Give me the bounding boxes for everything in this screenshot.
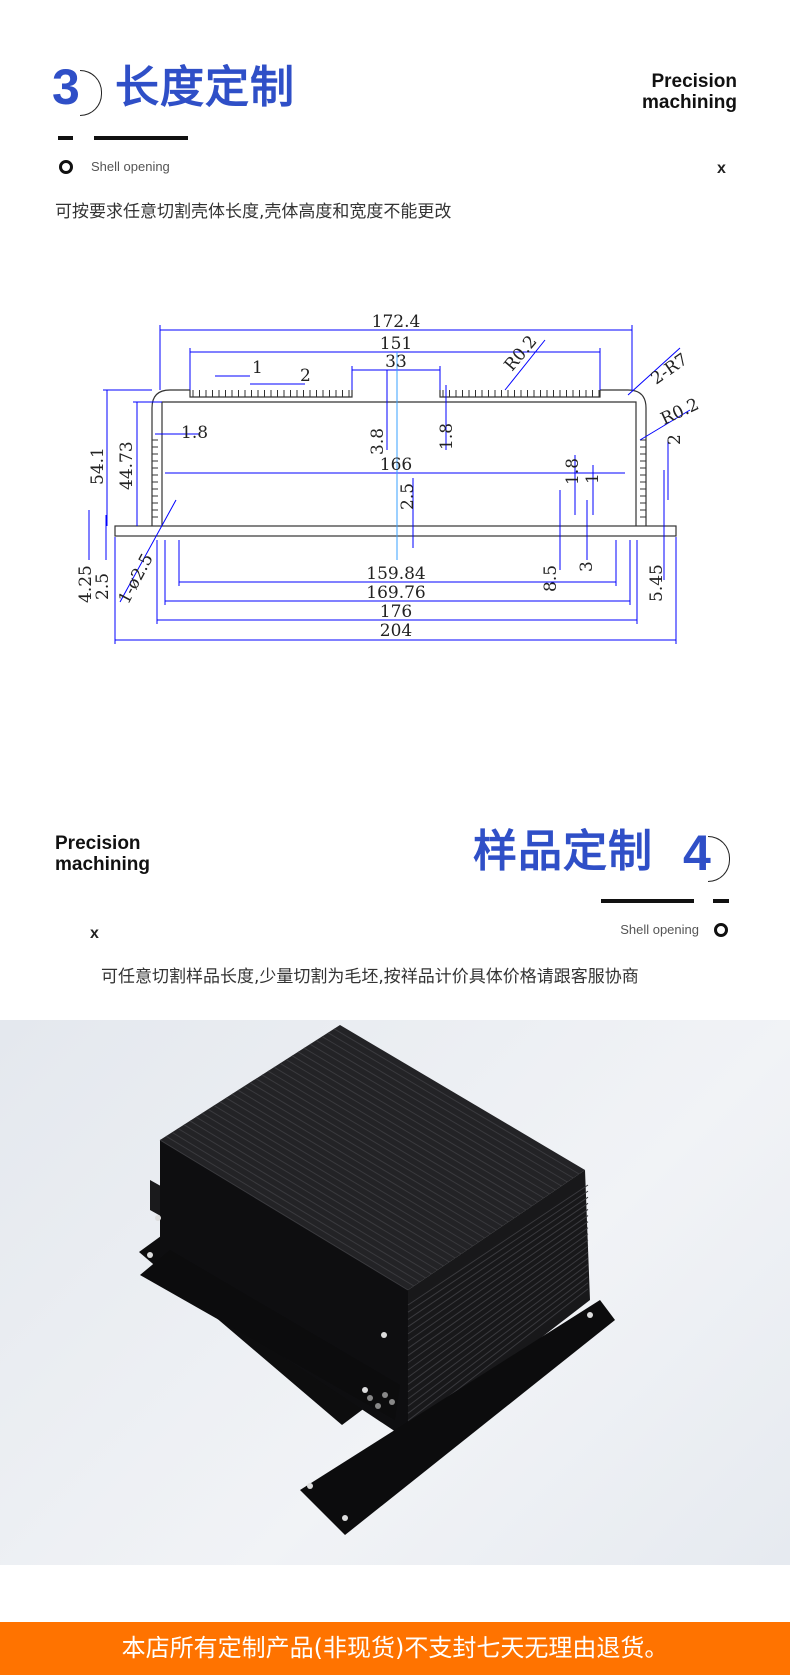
enclosure-image	[139, 1025, 615, 1535]
dim-hole: 1-ø2.5	[115, 550, 158, 607]
dim-3: 3	[577, 561, 597, 572]
precision-text: Precision	[651, 71, 737, 92]
body-outline	[151, 389, 647, 526]
dim-r0-2-right: R0.2	[658, 395, 703, 430]
circle-icon	[59, 160, 73, 174]
dim-204: 204	[380, 621, 412, 641]
return-policy-banner: 本店所有定制产品(非现货)不支封七天无理由退货。	[0, 1622, 790, 1675]
plate-right	[300, 1300, 615, 1535]
base-plate	[114, 525, 677, 537]
dim-2-r7: 2-R7	[647, 350, 691, 389]
x-mark: x	[90, 925, 99, 942]
shell-opening-label: Shell opening	[91, 159, 170, 174]
heat-sink-ribs	[159, 1028, 589, 1429]
dim-1-8-right: 1.8	[563, 458, 583, 485]
dim-159-84: 159.84	[366, 564, 425, 584]
inner-wall	[161, 401, 637, 526]
dim-1-8-left: 1.8	[181, 423, 208, 443]
screws	[367, 1392, 395, 1409]
fins	[152, 390, 646, 518]
precision-machining-label-2: Precision machining	[55, 833, 150, 875]
section-title: 长度定制	[115, 62, 295, 113]
product-photo	[0, 1020, 790, 1565]
mounting-holes	[147, 1215, 593, 1521]
x-mark: x	[717, 160, 726, 177]
section-title-2: 样品定制	[473, 826, 653, 877]
section-number: 3	[52, 59, 80, 115]
dim-2-5-mid: 2.5	[398, 483, 418, 510]
divider-long	[94, 136, 188, 140]
divider-long	[601, 899, 694, 903]
machining-text: machining	[641, 92, 737, 113]
shell-opening-label: Shell opening	[620, 922, 699, 937]
dim-r0-2-top: R0.2	[501, 332, 542, 375]
section-number-2: 4	[683, 825, 711, 881]
dim-176: 176	[380, 602, 412, 622]
dim-5-45: 5.45	[647, 564, 667, 602]
machining-text: machining	[55, 854, 151, 875]
dim-151: 151	[380, 334, 412, 354]
enclosure-top	[160, 1025, 585, 1290]
dim-166: 166	[380, 455, 412, 475]
dim-172-4: 172.4	[372, 312, 421, 332]
dim-4-25: 4.25	[76, 565, 96, 603]
divider-short	[58, 136, 73, 140]
divider-short	[713, 899, 729, 903]
circle-icon	[714, 923, 728, 937]
precision-text: Precision	[55, 833, 141, 854]
dim-169-76: 169.76	[366, 583, 425, 603]
dimension-labels: 172.4 151 33 1 2 R0.2 2-R7 R0.2 2 1.8 3.…	[76, 312, 702, 641]
dim-44-73: 44.73	[117, 441, 137, 490]
number-arc-decoration	[708, 836, 730, 882]
precision-machining-label: Precision machining	[642, 71, 737, 113]
dim-33: 33	[385, 352, 407, 372]
dim-2-top: 2	[300, 366, 311, 386]
dim-3-8: 3.8	[368, 428, 388, 455]
dim-1-right: 1	[583, 473, 603, 484]
dimension-drawing: 172.4 151 33 1 2 R0.2 2-R7 R0.2 2 1.8 3.…	[76, 312, 702, 644]
section-description-2: 可任意切割样品长度,少量切割为毛坯,按祥品计价具体价格请跟客服协商	[101, 967, 639, 987]
dim-1-top: 1	[252, 358, 263, 378]
dim-2-right: 2	[665, 434, 685, 445]
dim-54-1: 54.1	[88, 447, 108, 485]
enclosure-profile	[114, 389, 677, 537]
dim-1-8-mid: 1.8	[437, 423, 457, 450]
dimension-lines	[88, 325, 691, 644]
enclosure-side	[408, 1170, 590, 1440]
section-description: 可按要求任意切割壳体长度,壳体高度和宽度不能更改	[55, 202, 452, 222]
dim-2-5-left: 2.5	[93, 573, 113, 600]
dim-8-5: 8.5	[541, 565, 561, 592]
